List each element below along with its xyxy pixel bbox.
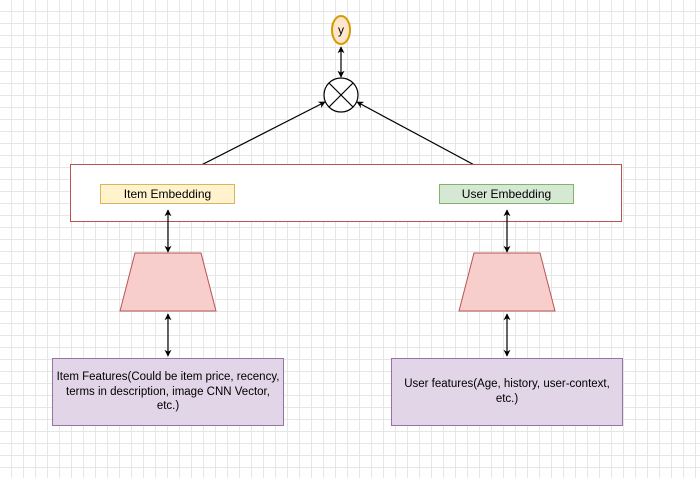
item-tower xyxy=(119,252,217,312)
user-embedding-box xyxy=(439,184,574,204)
multiply-circle-icon xyxy=(323,77,359,113)
item-features-box xyxy=(52,358,284,426)
item-embedding-box xyxy=(100,184,235,204)
output-node xyxy=(331,15,351,45)
user-features-box xyxy=(391,358,623,426)
item-features-label: Item Features(Could be item price, recen… xyxy=(56,370,280,413)
user-embedding-label: User Embedding xyxy=(461,187,552,201)
output-label: y xyxy=(338,23,344,37)
user-tower xyxy=(458,252,556,312)
user-features-label: User features(Age, history, user-context… xyxy=(404,378,610,405)
item-embedding-label: Item Embedding xyxy=(123,187,212,201)
